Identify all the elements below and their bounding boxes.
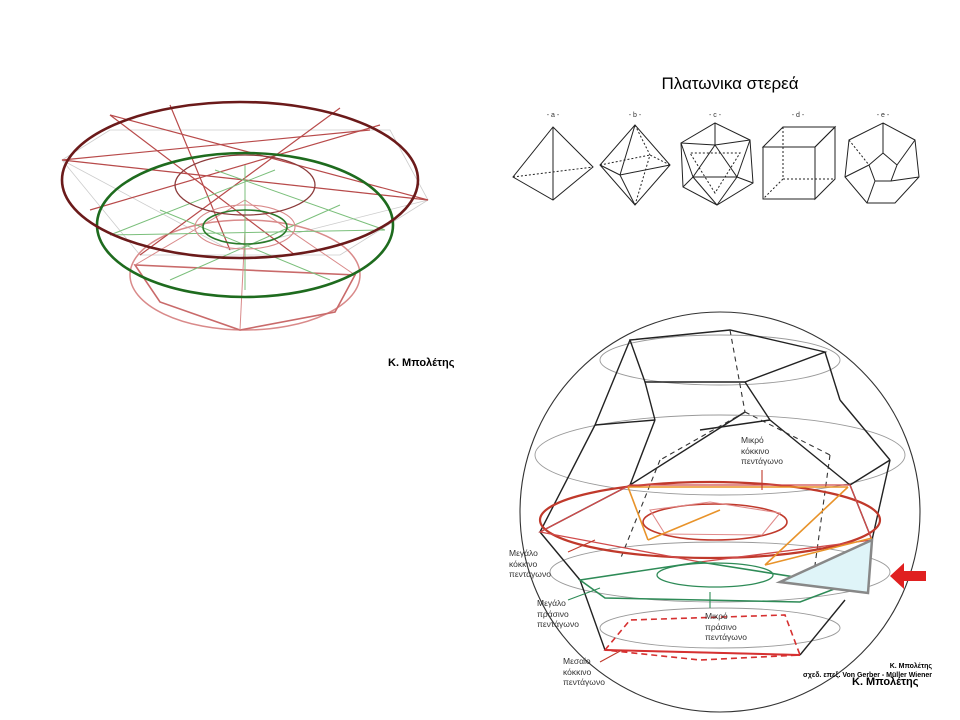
small-red-pentagon-label: Μικρό κόκκινο πεντάγωνο	[741, 435, 783, 466]
middle-red-pentagon	[603, 614, 802, 661]
label-pointers	[567, 470, 763, 663]
big-red-pentagon	[538, 484, 873, 563]
tetrahedron-icon	[512, 126, 594, 201]
small-red-pentagon	[649, 501, 782, 536]
top-inner-ellipse	[174, 154, 316, 216]
inner-ellipse-pink	[194, 204, 296, 250]
author-label-bottom: Κ. Μπολέτης	[852, 676, 919, 688]
red-arrow-icon	[890, 563, 926, 589]
solid-label-e: - e -	[877, 112, 890, 119]
credit-block: Κ. Μπολέτης σχεδ. επεξ. Von Gerber - Mül…	[803, 662, 932, 680]
solid-label-d: - d -	[792, 112, 805, 119]
big-green-pentagon-label: Μεγάλο πράσινο πεντάγωνο	[537, 598, 579, 629]
page-title: Πλατωνικα στερεά	[661, 74, 799, 93]
dodecahedron-icon	[844, 122, 920, 204]
big-red-ellipse	[538, 480, 882, 560]
middle-red-pentagon-label: Μεσαίο κόκκινο πεντάγωνο	[563, 656, 605, 687]
left-ellipse-diagram	[60, 100, 429, 331]
credit-line-2: σχεδ. επεξ. Von Gerber - Müller Wiener	[803, 672, 932, 679]
credit-line-1: Κ. Μπολέτης	[889, 663, 932, 670]
orange-construction-lines	[627, 486, 873, 566]
cube-icon	[761, 125, 837, 201]
octahedron-icon	[599, 124, 671, 206]
small-green-pentagon-label: Μικρό πράσινο πεντάγωνο	[705, 611, 747, 642]
solid-label-a: - a -	[547, 112, 560, 119]
sphere-dodecahedron-diagram	[519, 311, 926, 713]
inner-ellipse-small	[202, 209, 288, 245]
big-red-pentagon-label: Μεγάλο κόκκινο πεντάγωνο	[509, 548, 551, 579]
latitude-ellipses	[534, 334, 906, 649]
author-label-left: Κ. Μπολέτης	[388, 357, 455, 369]
highlight-triangle	[775, 537, 874, 595]
green-star-lines	[109, 165, 386, 290]
icosahedron-icon	[680, 122, 754, 206]
solid-label-c: - c -	[709, 112, 722, 119]
small-green-ellipse	[656, 562, 774, 588]
sphere-outline	[519, 311, 921, 713]
outer-dark-red-ellipse	[60, 100, 420, 260]
solid-label-b: - b -	[629, 112, 642, 119]
platonic-solids-row: - a - - b - - c - - d - - e -	[512, 112, 920, 206]
small-red-ellipse	[642, 503, 788, 541]
